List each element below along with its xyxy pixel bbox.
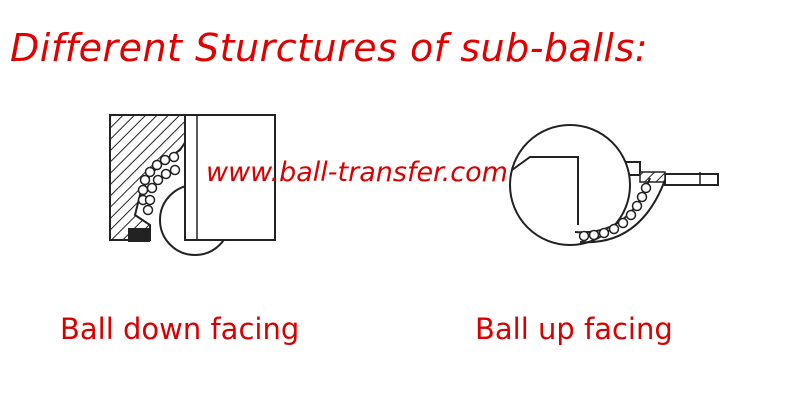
- caption-ball-down-facing: Ball down facing: [60, 312, 300, 346]
- ball-down-facing-drawing: [109, 114, 276, 256]
- ball-up-facing-drawing: [509, 124, 719, 246]
- seal-block: [128, 228, 150, 242]
- inner-cup: [184, 114, 276, 241]
- sub-balls-left: [137, 151, 181, 216]
- caption-ball-up-facing: Ball up facing: [475, 312, 673, 346]
- page-title: Different Sturctures of sub-balls:: [10, 26, 649, 70]
- main-ball: [509, 124, 631, 246]
- watermark: www.ball-transfer.com: [206, 157, 508, 188]
- sub-balls-right: [578, 182, 652, 242]
